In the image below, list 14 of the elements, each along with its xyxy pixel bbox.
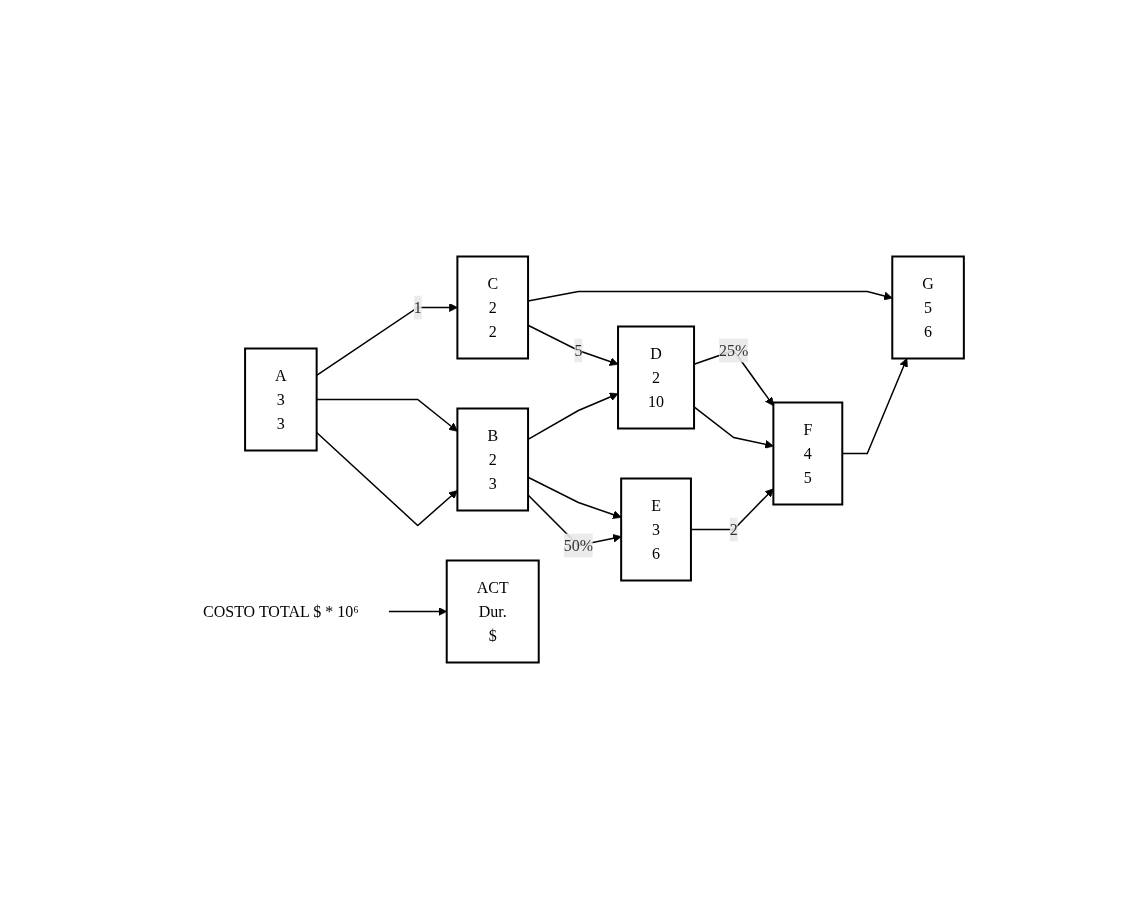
node-box: G 5 6 — [891, 255, 965, 360]
node-box: A 3 3 — [244, 347, 318, 452]
node-text: COSTO TOTAL $ * 10⁶ — [203, 602, 359, 620]
edge-label: 5 — [574, 341, 583, 359]
node-box: E 3 6 — [620, 477, 692, 582]
node-box: F 4 5 — [772, 401, 844, 506]
edge-label: 1 — [413, 298, 422, 316]
node-box: D 2 10 — [617, 325, 696, 430]
node-box: B 2 3 — [456, 407, 530, 512]
node-box: C 2 2 — [456, 255, 530, 360]
edge-label: 2 — [729, 520, 738, 538]
edge-label: 50% — [563, 536, 594, 554]
edge-label: 25% — [719, 341, 749, 359]
node-box: ACT Dur. $ — [445, 559, 540, 664]
